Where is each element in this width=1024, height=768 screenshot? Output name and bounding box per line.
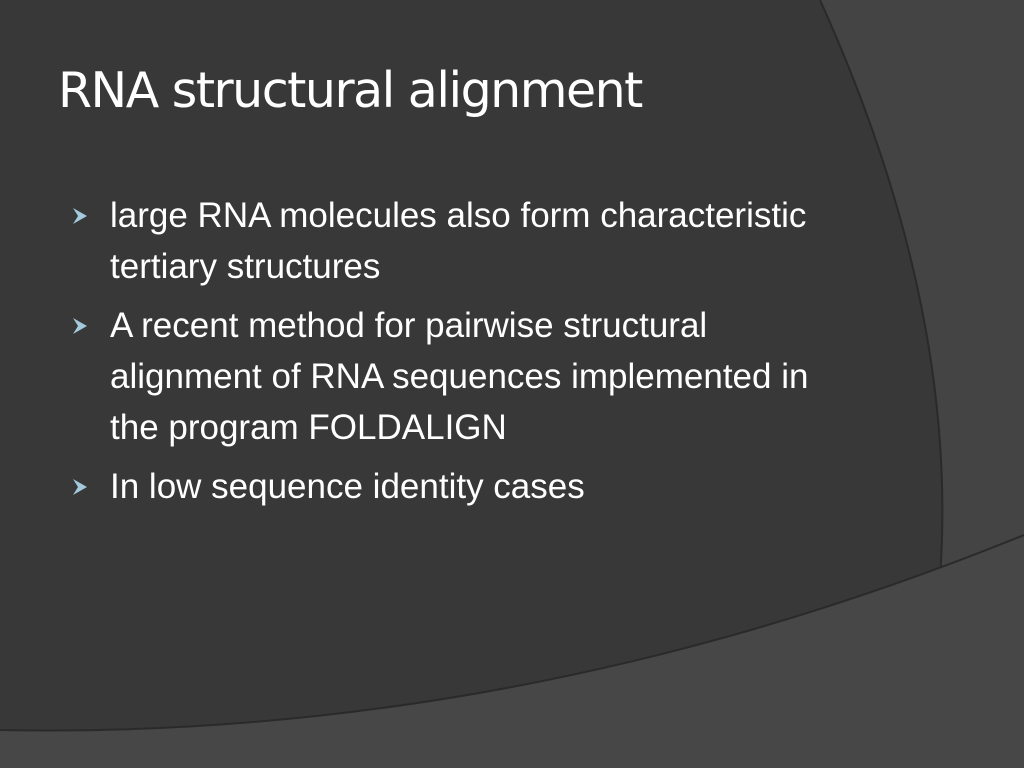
bottom-arc-shading xyxy=(0,535,1024,768)
bullet-item: In low sequence identity cases xyxy=(70,461,860,512)
bullet-text: large RNA molecules also form characteri… xyxy=(110,196,807,286)
bullet-item: large RNA molecules also form characteri… xyxy=(70,190,860,292)
slide-title: RNA structural alignment xyxy=(58,62,643,119)
arrow-bullet-icon xyxy=(73,479,87,495)
bullet-item: A recent method for pairwise structural … xyxy=(70,300,860,453)
bullet-text: In low sequence identity cases xyxy=(110,467,585,506)
arrow-bullet-icon xyxy=(73,318,87,334)
bullet-list: large RNA molecules also form characteri… xyxy=(70,190,860,520)
bottom-arc-line xyxy=(0,534,1024,732)
bullet-text: A recent method for pairwise structural … xyxy=(110,306,809,447)
arrow-bullet-icon xyxy=(73,208,87,224)
